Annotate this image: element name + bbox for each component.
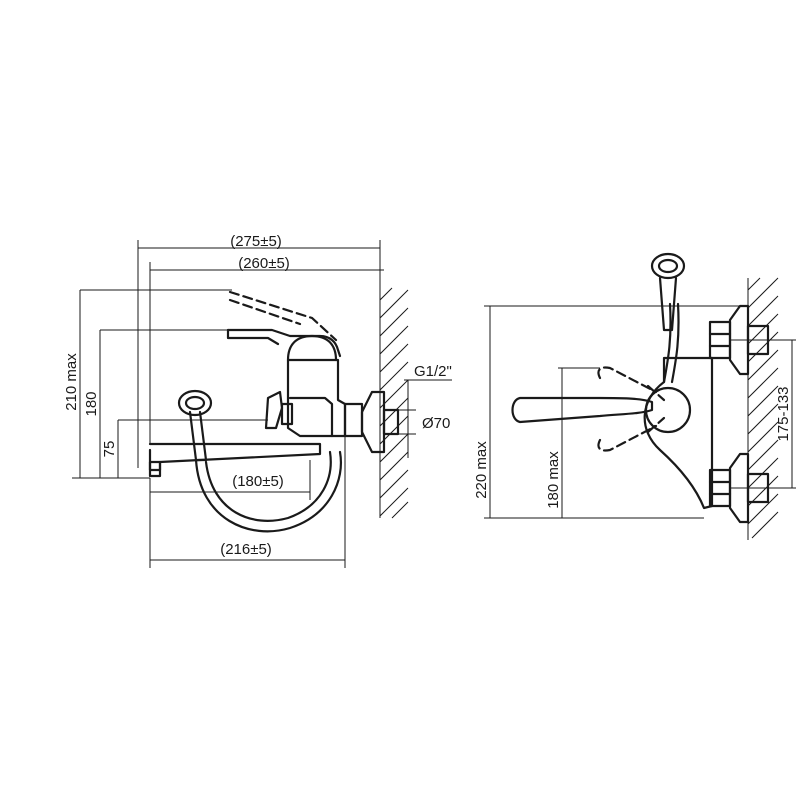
dim-flange-diameter: Ø70 [422, 415, 450, 432]
wall-connector [343, 402, 364, 438]
front-lever [511, 396, 654, 424]
side-dimension-lines [72, 240, 452, 568]
front-hose [662, 302, 672, 384]
dim-spout-reach: (180±5) [232, 473, 284, 490]
shower-hose-inner [204, 450, 332, 522]
front-hand-shower-head [650, 252, 686, 280]
lever-raised-2 [228, 298, 302, 326]
spout [148, 442, 322, 472]
front-wall-hatch [747, 277, 779, 540]
front-cartridge [644, 386, 692, 434]
lower-escutcheon [728, 452, 750, 524]
hand-shower-face [184, 395, 206, 411]
side-view: (275±5) (260±5) 210 max 180 75 (180±5) (… [63, 233, 452, 568]
front-hand-shower-handle [658, 276, 678, 332]
front-lever-down [597, 424, 658, 452]
dim-height-max: 210 max [63, 353, 80, 411]
front-body [643, 356, 714, 510]
diverter-knob [264, 390, 284, 430]
dim-front-height-max: 220 max [473, 441, 490, 499]
dim-height-75: 75 [101, 441, 118, 458]
upper-nut [708, 320, 732, 360]
front-view: 220 max 180 max 175-133 [473, 252, 796, 540]
front-lever-alt [646, 384, 666, 434]
connector-nut [382, 408, 400, 436]
dim-front-lever-max: 180 max [545, 451, 562, 509]
hand-shower-head [177, 389, 213, 417]
cartridge-housing [286, 334, 338, 362]
dim-front-centers: 175-133 [775, 386, 792, 441]
shower-hose [194, 450, 342, 533]
front-lever-up [597, 366, 658, 394]
dim-overall-length: (275±5) [230, 233, 282, 250]
side-wall-hatch [379, 287, 409, 519]
lever-handle [226, 328, 342, 358]
front-dimension-lines [484, 305, 796, 519]
spout-aerator [148, 460, 162, 478]
lever-handle-top [226, 328, 280, 346]
dim-base-length: (216±5) [220, 541, 272, 558]
diverter-stem [280, 402, 294, 426]
faucet-body [286, 358, 347, 438]
front-hose-2 [670, 302, 680, 384]
front-hand-shower-face [657, 258, 679, 274]
dim-spout-length: (260±5) [238, 255, 290, 272]
dim-height-180: 180 [83, 391, 100, 416]
dim-thread: G1/2" [414, 363, 452, 380]
faucet-body-lower [288, 396, 334, 438]
lever-raised [228, 290, 338, 342]
hand-shower-handle [188, 410, 208, 462]
